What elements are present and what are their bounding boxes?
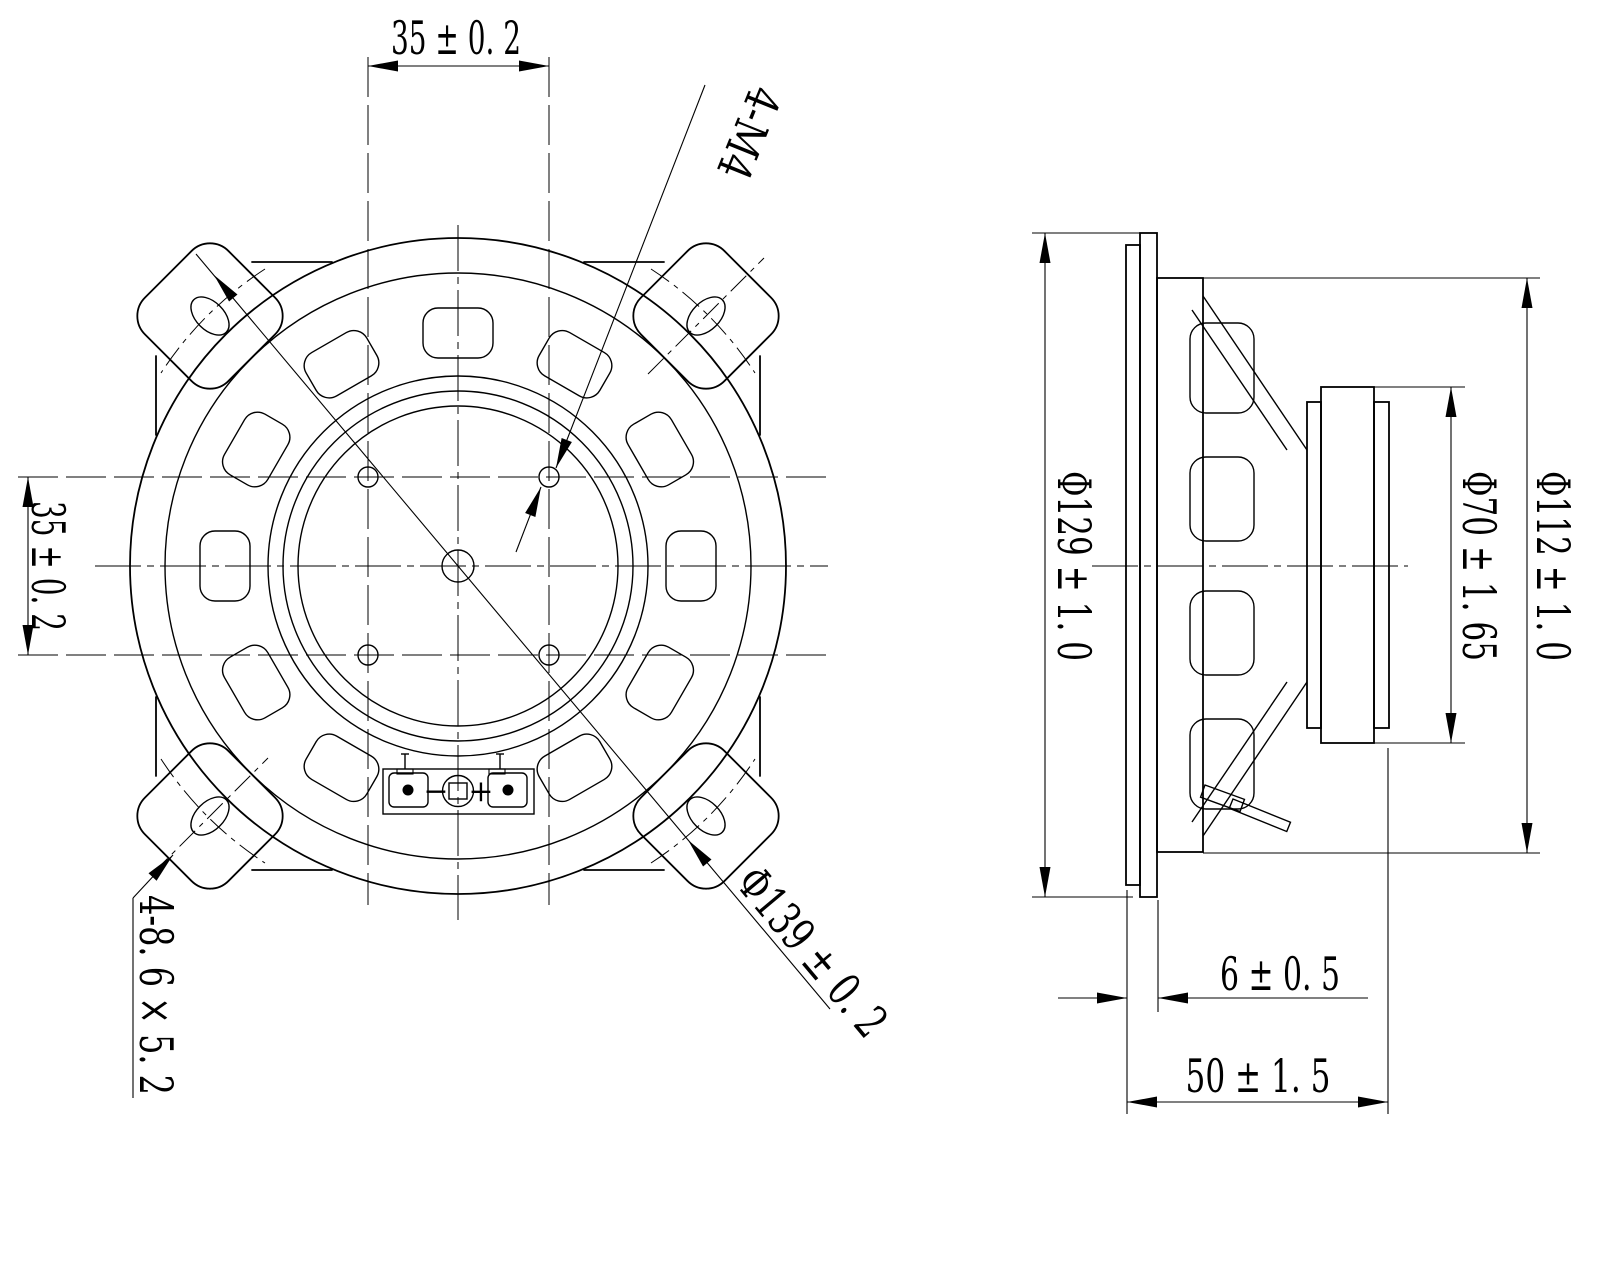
dim-basket-od: Φ112 ± 1. 0 (1203, 277, 1580, 854)
vent-cutouts (199, 307, 717, 803)
terminal-block: − + (382, 753, 535, 815)
dim-text-bolt-circle: Φ139 ± 0. 2 (726, 856, 899, 1048)
front-view: − + 35 ± 0. 2 35 ± 0. 2 4-M4 (18, 11, 899, 1098)
dim-text-hole-spacing-v: 35 ± 0. 2 (21, 501, 75, 631)
dim-magnet-od: Φ70 ± 1. 65 (1374, 386, 1506, 744)
magnet-profile (1320, 386, 1375, 744)
terminal-pad-negative (388, 772, 429, 808)
back-plate-profile (1373, 401, 1390, 729)
frame-flange-profile (1139, 232, 1158, 898)
dim-text-basket-od: Φ112 ± 1. 0 (1526, 471, 1580, 661)
dim-hole-spacing-v: 35 ± 0. 2 (21, 477, 75, 655)
outer-rim-circle (129, 237, 787, 895)
terminal-center-hole (441, 774, 475, 808)
leader-ear-slots: 4-8. 6 × 5. 2 (129, 851, 183, 1098)
terminal-minus-label: − (423, 774, 448, 809)
dim-text-magnet-od: Φ70 ± 1. 65 (1452, 471, 1506, 661)
basket-front-ring (1156, 277, 1204, 853)
dim-text-total-depth: 50 ± 1. 5 (1186, 1049, 1331, 1103)
m4-holes (357, 466, 560, 666)
basket-cone-profile (1191, 295, 1308, 837)
dim-text-front-thickness: 6 ± 0. 5 (1220, 947, 1340, 1001)
leader-m4: 4-M4 (515, 79, 792, 553)
center-pilot-hole (441, 549, 475, 583)
flange-edges (155, 261, 761, 871)
dim-hole-spacing-h: 35 ± 0. 2 (368, 11, 549, 72)
dim-total-depth: 50 ± 1. 5 (1127, 748, 1389, 1114)
front-plate-profile (1306, 401, 1322, 729)
gasket-profile (1125, 244, 1141, 886)
basket-circles (129, 237, 787, 895)
leader-bolt-circle: Φ139 ± 0. 2 (195, 253, 899, 1048)
terminal-center-square (448, 782, 468, 800)
dim-front-thickness: 6 ± 0. 5 (1058, 890, 1368, 1114)
surround-inner-circle (282, 390, 634, 742)
terminal-body (382, 768, 535, 815)
gasket-inner-circle (164, 272, 752, 860)
dim-text-ear-slots: 4-8. 6 × 5. 2 (129, 895, 183, 1095)
bolt-circle-arcs (151, 257, 765, 875)
dim-text-frame-od: Φ129 ± 1. 0 (1047, 471, 1101, 661)
dim-text-m4: 4-M4 (706, 79, 792, 187)
terminal-plus-label: + (468, 774, 493, 809)
dim-text-hole-spacing-h: 35 ± 0. 2 (391, 11, 521, 65)
terminal-pad-positive (487, 772, 528, 808)
side-view: Φ129 ± 1. 0 Φ112 ± 1. 0 Φ70 ± 1. 65 (1032, 232, 1580, 1114)
cone-edge-circle (297, 405, 619, 727)
side-terminal-lug (1199, 784, 1292, 833)
dim-frame-od: Φ129 ± 1. 0 (1032, 232, 1140, 898)
surround-outer-circle (267, 375, 649, 757)
ear-slot-holes (190, 296, 726, 836)
side-vent-windows (1189, 322, 1255, 810)
